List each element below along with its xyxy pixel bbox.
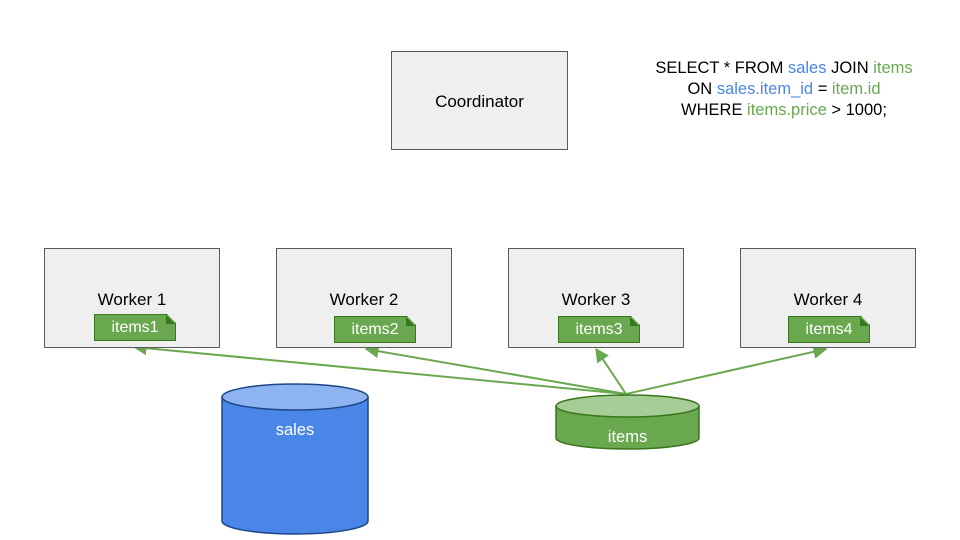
coordinator-label: Coordinator [435, 92, 524, 111]
query-text: JOIN [826, 59, 874, 77]
query-text: = [813, 80, 832, 98]
page-fold-icon [166, 315, 175, 324]
query-items-column: item.id [831, 80, 881, 98]
query-line-1: SELECT * FROM sales JOIN items [600, 58, 960, 79]
items-shard-2: items2 [334, 316, 416, 343]
query-line-2: ON sales.item_id = item.id [600, 79, 960, 100]
sales-table-cylinder [221, 383, 369, 535]
worker-label: Worker 2 [329, 290, 399, 309]
items-table-label: items [607, 428, 648, 446]
arrow-to-worker-2 [364, 344, 627, 395]
shard-label: items3 [575, 321, 623, 338]
shard-label: items2 [351, 321, 399, 338]
query-line-3: WHERE items.price > 1000; [600, 100, 960, 121]
query-items-ref: items [873, 59, 913, 77]
shard-label: items1 [111, 319, 159, 336]
items-shard-3: items3 [558, 316, 640, 343]
sql-query: SELECT * FROM sales JOIN items ON sales.… [600, 58, 960, 121]
query-sales-column: sales.item_id [716, 80, 814, 98]
items-shard-1: items1 [94, 314, 176, 341]
query-sales-ref: sales [787, 59, 827, 77]
query-text: > 1000; [826, 101, 887, 119]
worker-label: Worker 1 [97, 290, 167, 309]
coordinator-node: Coordinator [391, 51, 568, 150]
worker-node-4: Worker 4 [740, 248, 916, 348]
items-table-cylinder [555, 394, 700, 450]
page-fold-icon [630, 317, 639, 326]
query-text: SELECT * FROM [655, 59, 788, 77]
arrow-to-worker-3 [595, 347, 627, 395]
items-shard-4: items4 [788, 316, 870, 343]
page-fold-icon [406, 317, 415, 326]
query-text: ON [687, 80, 717, 98]
query-items-column: items.price [747, 101, 827, 119]
arrow-to-worker-1 [132, 341, 627, 395]
page-fold-icon [860, 317, 869, 326]
shard-label: items4 [805, 321, 853, 338]
sales-table-label: sales [275, 421, 315, 439]
arrow-to-worker-4 [625, 344, 828, 395]
query-text: WHERE [681, 101, 748, 119]
worker-node-1: Worker 1 [44, 248, 220, 348]
worker-label: Worker 4 [793, 290, 863, 309]
distribution-arrows [132, 341, 828, 395]
worker-label: Worker 3 [561, 290, 631, 309]
